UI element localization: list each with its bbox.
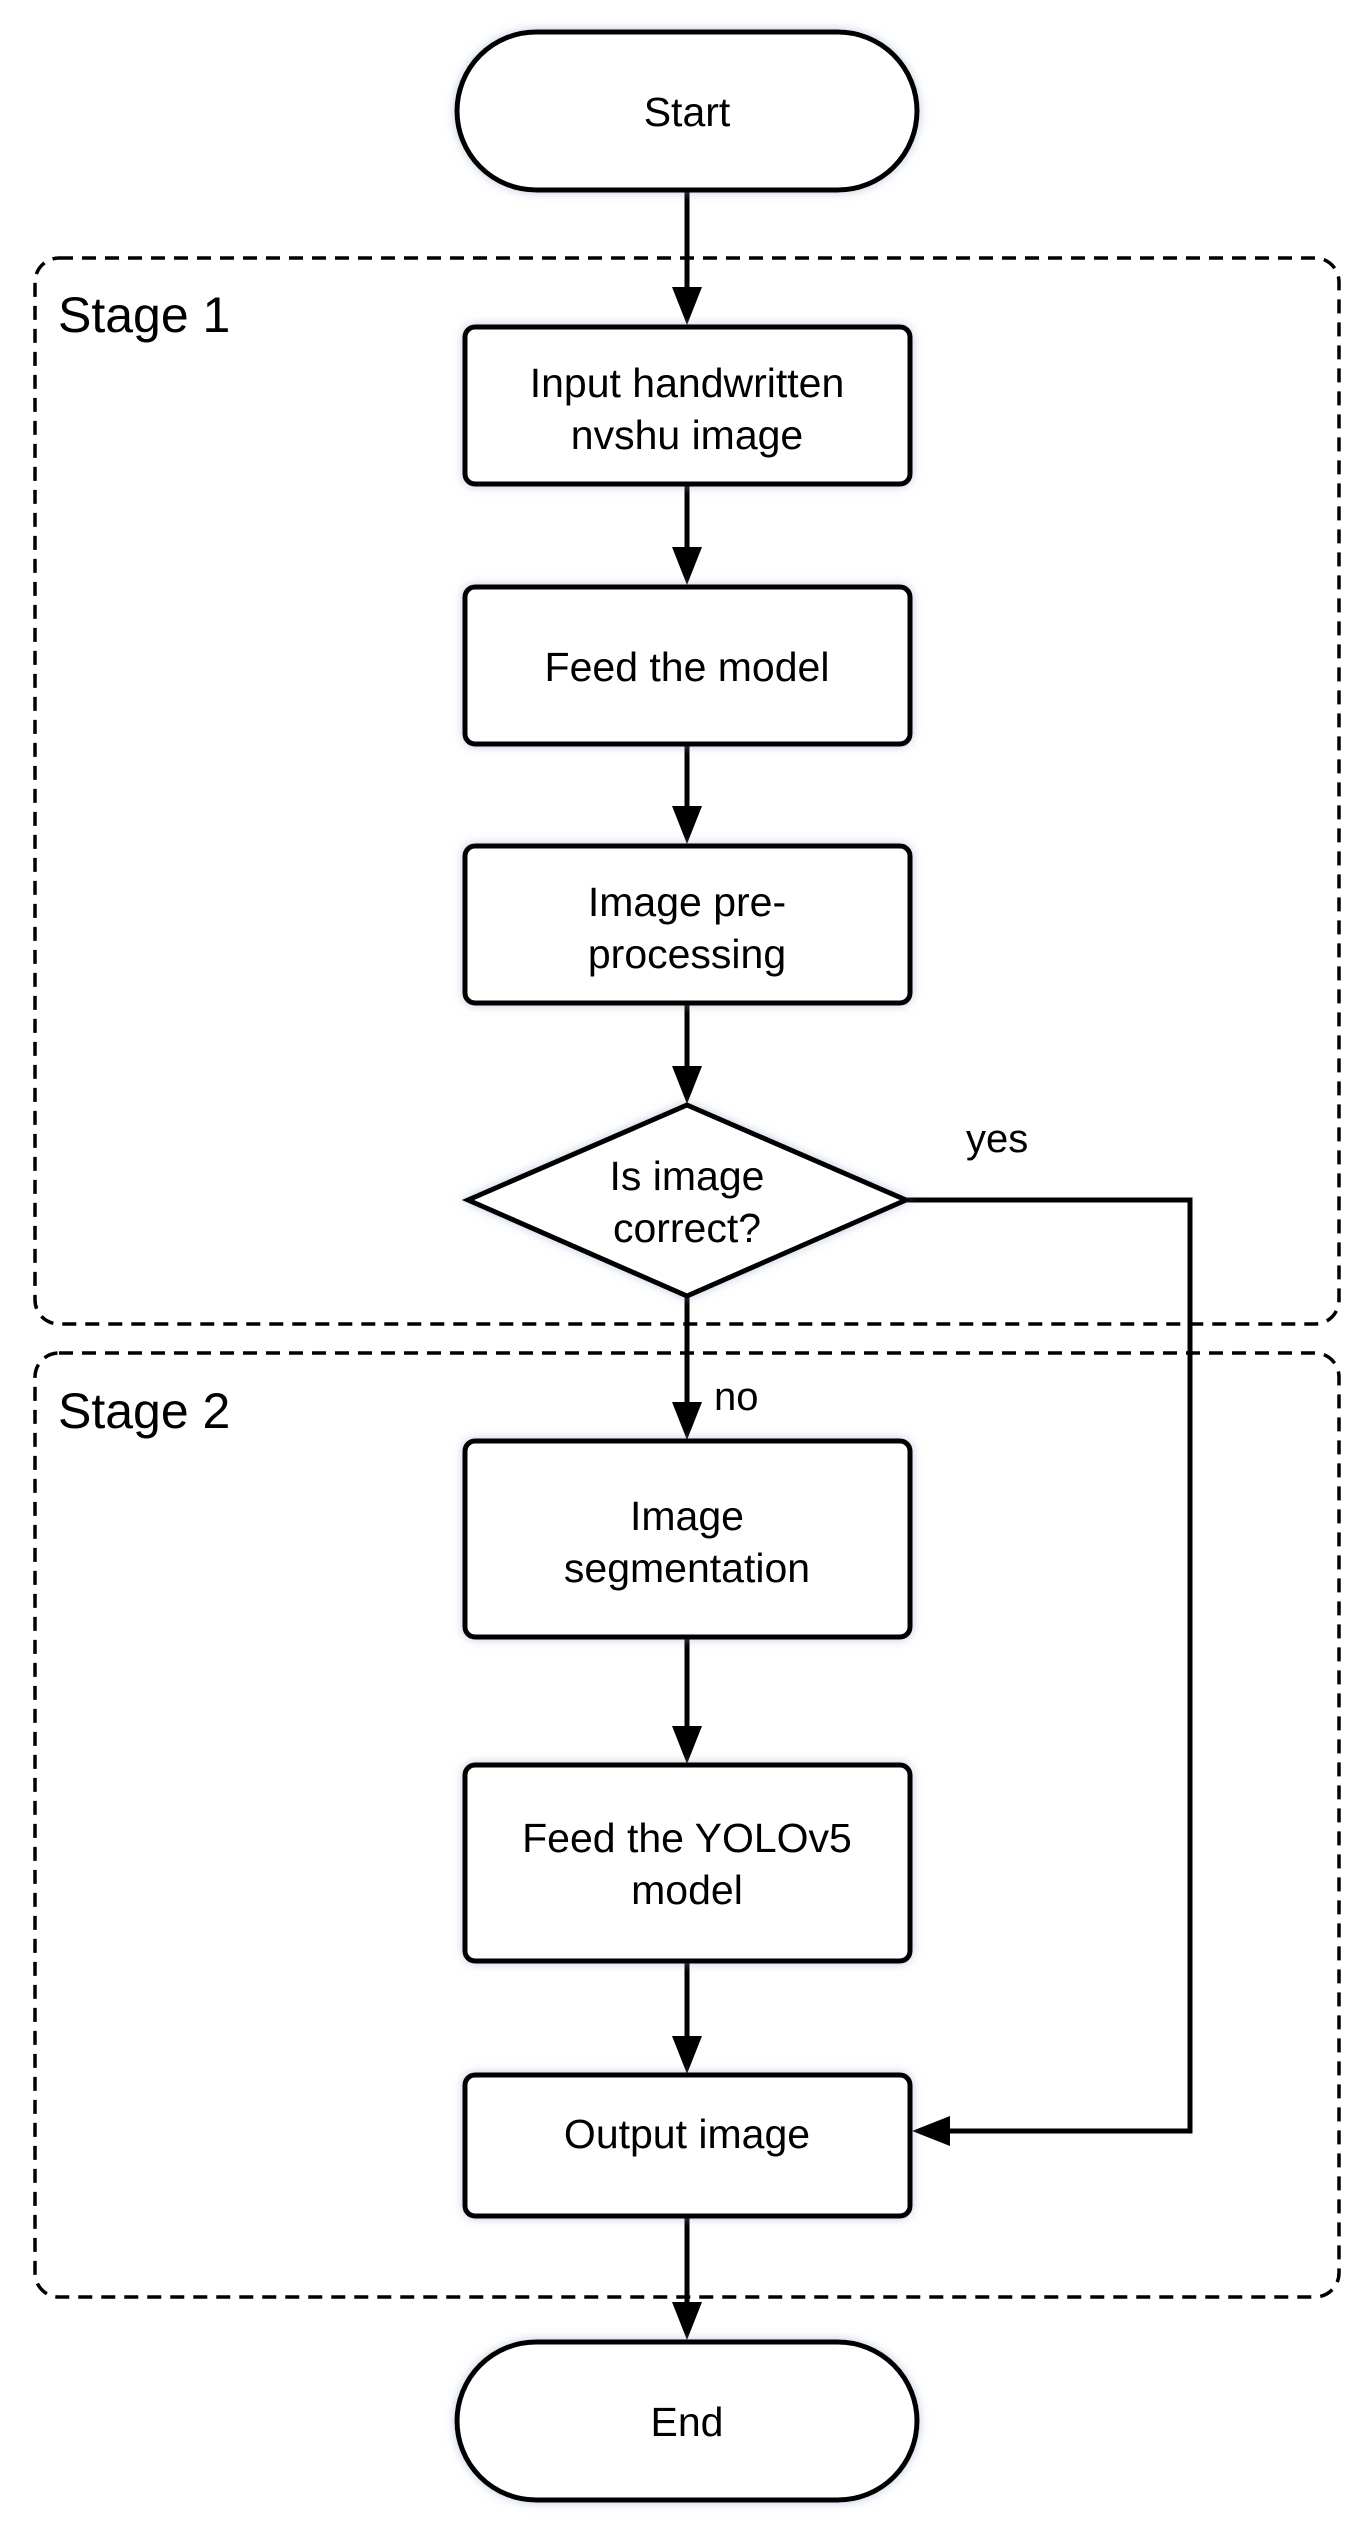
edge-label-yes: yes [966,1117,1028,1161]
preprocess-label-line-2: processing [588,931,786,977]
input-process: Input handwritten nvshu image [462,324,913,487]
arrowhead-segmentation [672,1402,702,1440]
end-terminal: End [454,2339,920,2503]
feed-yolo-shape [462,1762,913,1964]
edge-label-no: no [714,1375,759,1419]
feed-yolo-label-line-2: model [631,1867,743,1913]
decision-label-line-2: correct? [613,1205,761,1251]
preprocess-process: Image pre- processing [462,843,913,1006]
end-shape [454,2339,920,2503]
end-label: End [651,2399,724,2445]
feed-model-label: Feed the model [545,644,830,690]
input-label-line-1: Input handwritten [530,360,845,406]
arrowhead-feed-model [672,547,702,585]
start-terminal: Start [454,29,920,193]
decision-label-line-1: Is image [610,1153,765,1199]
arrowhead-end [672,2302,702,2340]
decision-shape [461,1102,913,1299]
start-shape [454,29,920,193]
feed-yolo-label-line-1: Feed the YOLOv5 [522,1815,852,1861]
output-label: Output image [564,2111,810,2157]
segmentation-shape [462,1438,913,1640]
segmentation-process: Image segmentation [462,1438,913,1640]
edges: no yes [672,190,1193,2340]
preprocess-label-line-1: Image pre- [588,879,786,925]
start-label: Start [644,89,731,135]
arrowhead-input [672,287,702,325]
feed-yolo-process: Feed the YOLOv5 model [462,1762,913,1964]
arrowhead-output [672,2036,702,2074]
stage-1-label: Stage 1 [58,287,230,343]
edge-decision-to-output [906,1197,1193,2134]
segmentation-label-line-2: segmentation [564,1545,810,1591]
nodes: Start Input handwritten nvshu image Feed… [454,29,920,2503]
arrowhead-feed-yolo [672,1726,702,1764]
segmentation-label-line-1: Image [630,1493,744,1539]
decision-diamond: Is image correct? [461,1102,913,1299]
arrowhead-output-yes [912,2116,950,2146]
arrowhead-decision [672,1066,702,1104]
output-process: Output image [462,2072,913,2219]
feed-model-shape [462,584,913,747]
input-shape [462,324,913,487]
output-shape [462,2072,913,2219]
feed-model-process: Feed the model [462,584,913,747]
arrowhead-preprocess [672,806,702,844]
preprocess-shape [462,843,913,1006]
stage-2-label: Stage 2 [58,1383,230,1439]
input-label-line-2: nvshu image [571,412,803,458]
